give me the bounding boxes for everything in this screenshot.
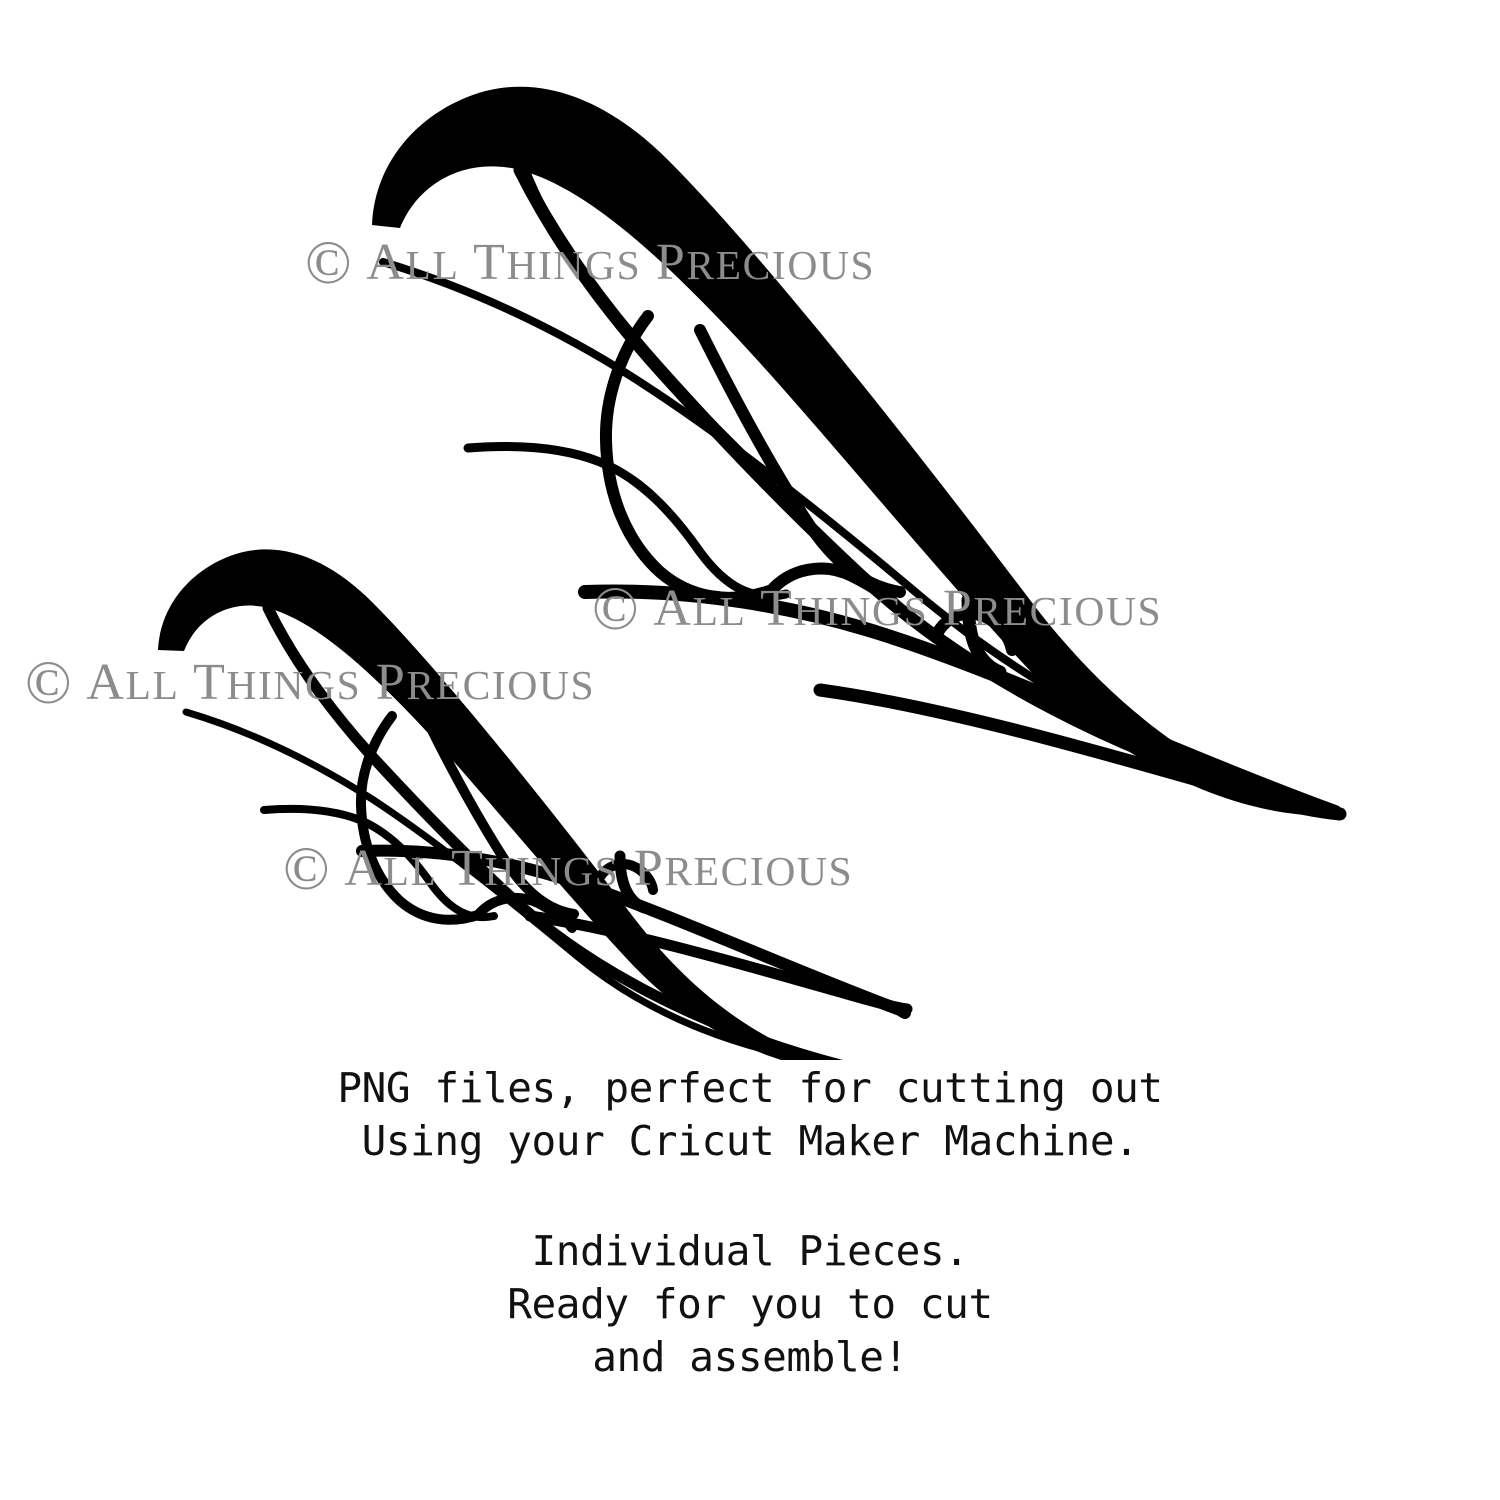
large-wing-spar-joint — [932, 607, 1018, 656]
large-wing-cell-left — [599, 310, 778, 604]
small-wing-spar-joint — [595, 859, 658, 895]
caption-line-3: Individual Pieces. — [531, 1226, 969, 1275]
caption-line-1: PNG files, perfect for cutting out — [337, 1064, 1163, 1112]
small-wing-vein-upper — [182, 708, 833, 1060]
caption-spacer — [0, 1169, 1500, 1225]
fairy-wings-artwork — [158, 86, 1347, 1060]
large-wing-cell-base-curve — [463, 442, 791, 601]
caption-line-5: and assemble! — [592, 1333, 908, 1382]
large-wing-lobe-joint — [764, 562, 906, 616]
small-wing — [158, 549, 913, 1060]
small-wing-cell-left — [355, 711, 486, 925]
small-wing-lobe-joint — [473, 892, 577, 933]
large-wing-vein-upper — [379, 258, 1332, 814]
small-wing-cell-base-curve — [260, 804, 498, 922]
caption-line-4: Ready for you to cut — [507, 1279, 993, 1328]
product-caption: PNG files, perfect for cutting out Using… — [0, 1062, 1500, 1384]
large-wing — [372, 86, 1347, 821]
small-wing-leading-edge — [158, 549, 821, 1060]
large-wing-bottom-sweep — [813, 683, 1347, 821]
large-wing-leading-edge — [372, 86, 1340, 816]
caption-line-2: Using your Cricut Maker Machine. — [361, 1117, 1139, 1166]
small-wing-bottom-sweep — [524, 910, 913, 1015]
